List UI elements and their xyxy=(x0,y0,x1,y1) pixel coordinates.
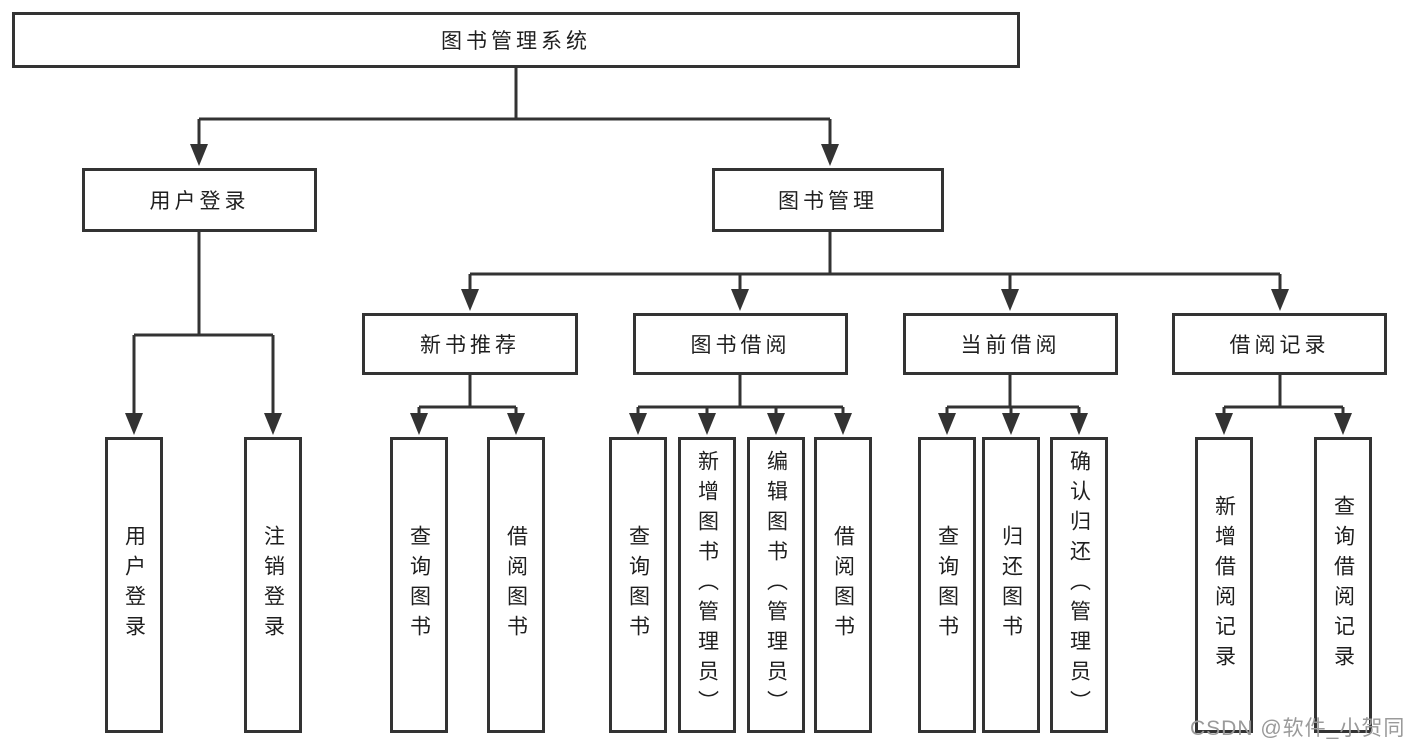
node-leaf-return-book: 归还图书 xyxy=(982,437,1040,733)
node-leaf-logout-label: 注销登录 xyxy=(261,525,285,645)
node-leaf-edit-book-admin: 编辑图书（管理员） xyxy=(747,437,805,733)
node-leaf-add-book-admin: 新增图书（管理员） xyxy=(678,437,736,733)
node-current-borrowing: 当前借阅 xyxy=(903,313,1118,375)
node-user-login-label: 用户登录 xyxy=(149,190,250,213)
node-leaf-add-borrow-record-label: 新增借阅记录 xyxy=(1212,495,1236,675)
node-book-borrowing: 图书借阅 xyxy=(633,313,848,375)
node-leaf-edit-book-admin-label: 编辑图书（管理员） xyxy=(764,450,788,720)
node-book-management: 图书管理 xyxy=(712,168,944,232)
node-leaf-user-login-label: 用户登录 xyxy=(122,525,146,645)
node-leaf-borrowing-borrow-book: 借阅图书 xyxy=(814,437,872,733)
node-leaf-recommend-query-book: 查询图书 xyxy=(390,437,448,733)
node-current-borrowing-label: 当前借阅 xyxy=(960,334,1061,357)
node-leaf-borrowing-query-book: 查询图书 xyxy=(609,437,667,733)
node-leaf-recommend-borrow-book: 借阅图书 xyxy=(487,437,545,733)
node-leaf-query-borrow-record-label: 查询借阅记录 xyxy=(1331,495,1355,675)
node-library-system-label: 图书管理系统 xyxy=(441,30,591,53)
node-new-book-recommend-label: 新书推荐 xyxy=(420,334,520,357)
node-new-book-recommend: 新书推荐 xyxy=(362,313,578,375)
node-leaf-query-borrow-record: 查询借阅记录 xyxy=(1314,437,1372,733)
node-leaf-borrowing-query-book-label: 查询图书 xyxy=(626,525,650,645)
node-borrow-records: 借阅记录 xyxy=(1172,313,1387,375)
node-book-borrowing-label: 图书借阅 xyxy=(690,334,791,357)
node-library-system: 图书管理系统 xyxy=(12,12,1020,68)
node-leaf-recommend-query-book-label: 查询图书 xyxy=(407,525,431,645)
node-leaf-add-borrow-record: 新增借阅记录 xyxy=(1195,437,1253,733)
node-borrow-records-label: 借阅记录 xyxy=(1229,334,1330,357)
node-leaf-current-query-book: 查询图书 xyxy=(918,437,976,733)
node-leaf-user-login: 用户登录 xyxy=(105,437,163,733)
node-user-login: 用户登录 xyxy=(82,168,317,232)
node-leaf-logout: 注销登录 xyxy=(244,437,302,733)
node-book-management-label: 图书管理 xyxy=(778,190,878,213)
node-leaf-return-book-label: 归还图书 xyxy=(999,525,1023,645)
csdn-watermark: CSDN @软件_小贺同学 xyxy=(1190,717,1405,740)
node-leaf-confirm-return-admin: 确认归还（管理员） xyxy=(1050,437,1108,733)
node-leaf-add-book-admin-label: 新增图书（管理员） xyxy=(695,450,719,720)
node-leaf-recommend-borrow-book-label: 借阅图书 xyxy=(504,525,528,645)
node-leaf-borrowing-borrow-book-label: 借阅图书 xyxy=(831,525,855,645)
node-leaf-current-query-book-label: 查询图书 xyxy=(935,525,959,645)
node-leaf-confirm-return-admin-label: 确认归还（管理员） xyxy=(1067,450,1091,720)
